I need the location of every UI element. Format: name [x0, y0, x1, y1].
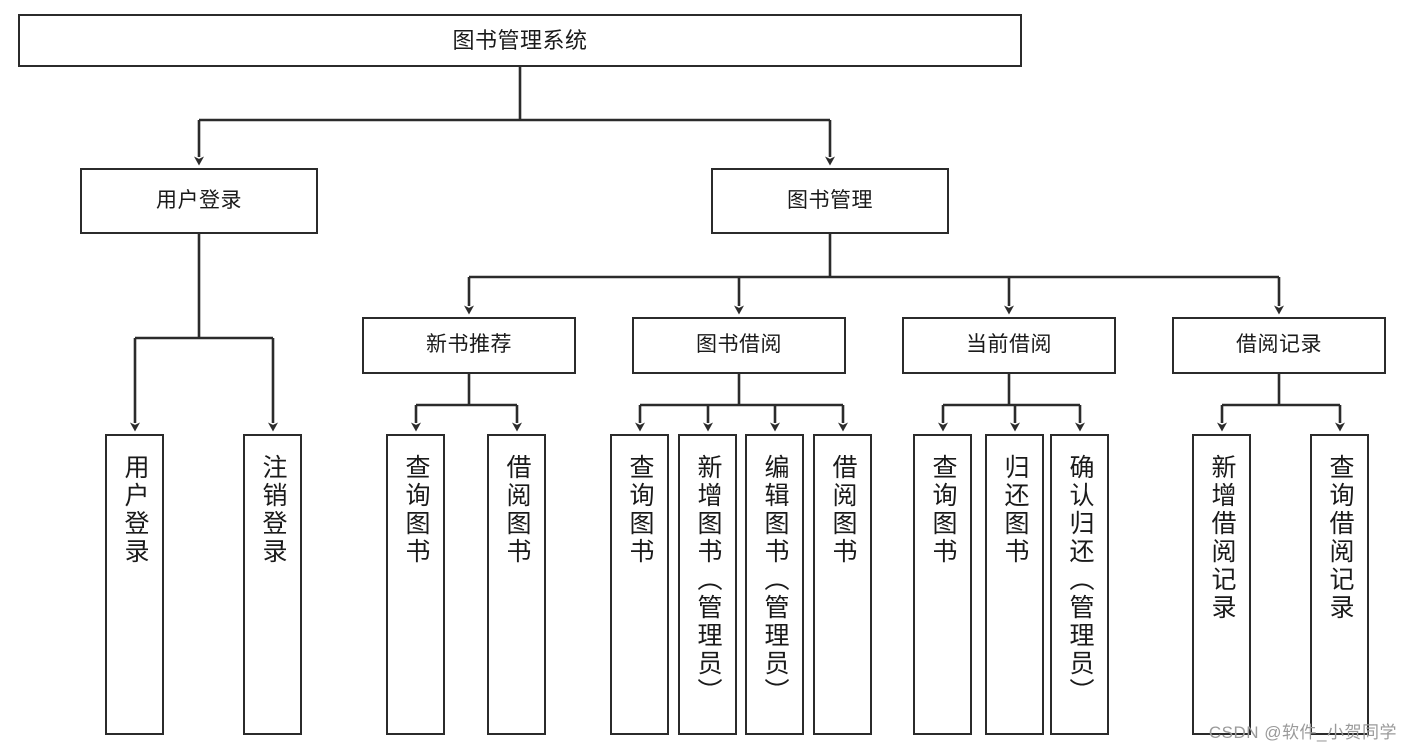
node-label-leaf-edit-book-admin: 编辑图书（管理员） [761, 454, 789, 706]
node-label-leaf-confirm-return-admin: 确认归还（管理员） [1066, 454, 1094, 706]
node-label-leaf-user-login: 用户登录 [121, 454, 149, 566]
node-label-leaf-return-book: 归还图书 [1001, 454, 1029, 566]
node-leaf-logout-login: 注销登录 [243, 434, 302, 735]
node-label-leaf-query-book-borrow: 查询图书 [626, 454, 654, 566]
node-leaf-return-book: 归还图书 [985, 434, 1044, 735]
node-label-book-management: 图书管理 [787, 188, 873, 212]
node-label-leaf-query-book-recommend: 查询图书 [402, 454, 430, 566]
node-leaf-query-book-current: 查询图书 [913, 434, 972, 735]
node-leaf-confirm-return-admin: 确认归还（管理员） [1050, 434, 1109, 735]
node-label-leaf-add-borrow-record: 新增借阅记录 [1208, 454, 1236, 622]
node-leaf-query-book-recommend: 查询图书 [386, 434, 445, 735]
node-leaf-user-login: 用户登录 [105, 434, 164, 735]
node-new-book-recommend: 新书推荐 [362, 317, 576, 374]
node-label-leaf-query-book-current: 查询图书 [929, 454, 957, 566]
node-label-user-login: 用户登录 [156, 188, 242, 212]
node-label-book-borrow: 图书借阅 [696, 333, 782, 357]
node-book-borrow: 图书借阅 [632, 317, 846, 374]
node-current-borrow: 当前借阅 [902, 317, 1116, 374]
node-leaf-borrow-book-recommend: 借阅图书 [487, 434, 546, 735]
node-leaf-borrow-book: 借阅图书 [813, 434, 872, 735]
node-label-leaf-logout-login: 注销登录 [259, 454, 287, 566]
node-user-login: 用户登录 [80, 168, 318, 234]
node-label-borrow-record: 借阅记录 [1236, 333, 1322, 357]
node-leaf-add-borrow-record: 新增借阅记录 [1192, 434, 1251, 735]
node-label-root: 图书管理系统 [452, 27, 588, 53]
node-root: 图书管理系统 [18, 14, 1022, 67]
node-leaf-query-borrow-record: 查询借阅记录 [1310, 434, 1369, 735]
node-label-leaf-query-borrow-record: 查询借阅记录 [1326, 454, 1354, 622]
node-leaf-edit-book-admin: 编辑图书（管理员） [745, 434, 804, 735]
node-label-leaf-add-book-admin: 新增图书（管理员） [694, 454, 722, 706]
node-label-leaf-borrow-book: 借阅图书 [829, 454, 857, 566]
node-leaf-add-book-admin: 新增图书（管理员） [678, 434, 737, 735]
node-label-current-borrow: 当前借阅 [966, 333, 1052, 357]
node-book-management: 图书管理 [711, 168, 949, 234]
node-borrow-record: 借阅记录 [1172, 317, 1386, 374]
node-label-new-book-recommend: 新书推荐 [426, 333, 512, 357]
node-leaf-query-book-borrow: 查询图书 [610, 434, 669, 735]
node-label-leaf-borrow-book-recommend: 借阅图书 [503, 454, 531, 566]
